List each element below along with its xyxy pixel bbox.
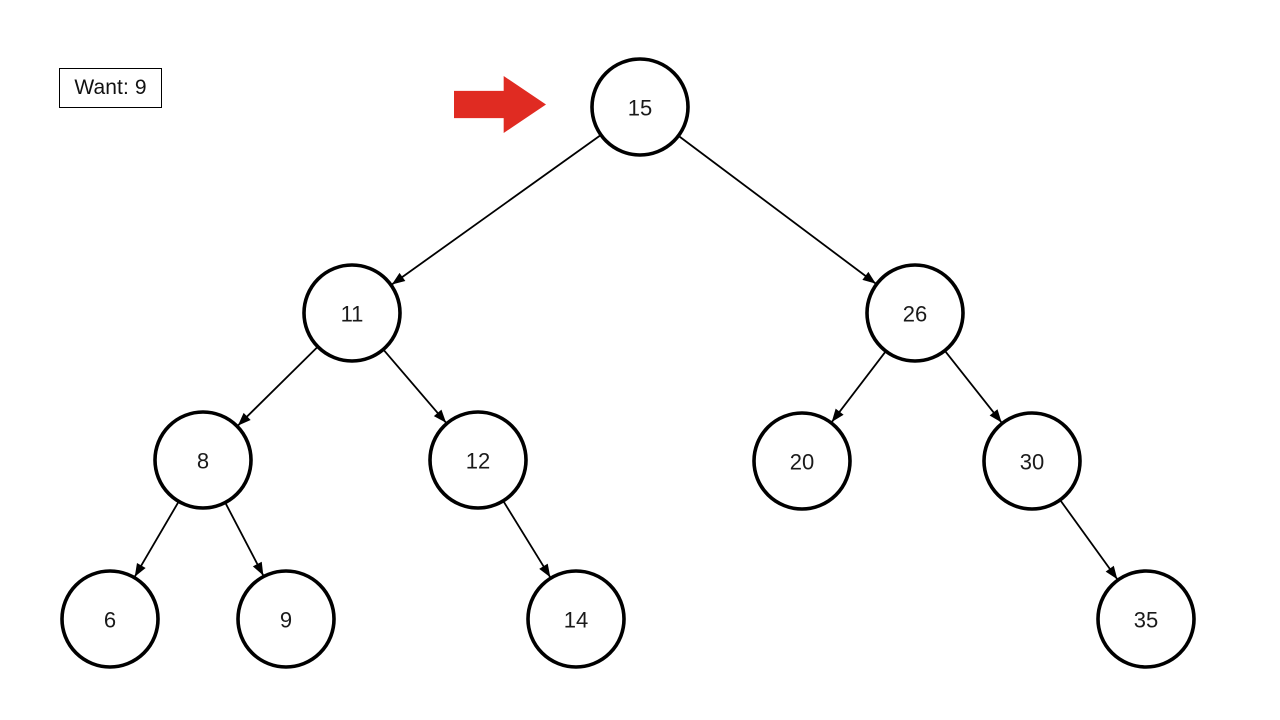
tree-node-30[interactable]: 30 — [982, 411, 1082, 511]
node-circle-30 — [982, 411, 1082, 511]
node-circle-6 — [60, 569, 160, 669]
node-label-6: 6 — [104, 608, 116, 633]
pointer-arrow-layer — [454, 76, 546, 133]
edge-arrowhead-8-to-6 — [134, 562, 146, 577]
tree-nodes-layer: 15 11 26 8 12 20 30 6 9 14 35 — [60, 57, 1196, 669]
edge-arrowhead-8-to-9 — [252, 561, 264, 576]
tree-node-14[interactable]: 14 — [526, 569, 626, 669]
node-circle-26 — [865, 263, 965, 363]
red-right-arrow — [454, 76, 546, 133]
tree-node-9[interactable]: 9 — [236, 569, 336, 669]
want-label-text: Want: 9 — [74, 76, 147, 99]
edge-arrowhead-15-to-26 — [862, 271, 876, 284]
tree-node-35[interactable]: 35 — [1096, 569, 1196, 669]
node-circle-8 — [153, 410, 253, 510]
tree-node-8[interactable]: 8 — [153, 410, 253, 510]
edge-arrowhead-12-to-14 — [539, 563, 551, 578]
tree-edge-11-to-8 — [237, 346, 318, 427]
node-circle-14 — [526, 569, 626, 669]
want-label-box: Want: 9 — [59, 68, 162, 108]
node-label-35: 35 — [1134, 608, 1158, 633]
tree-edge-30-to-35 — [1059, 500, 1119, 580]
tree-edge-26-to-30 — [944, 350, 1003, 424]
node-circle-35 — [1096, 569, 1196, 669]
node-circle-11 — [302, 263, 402, 363]
node-circle-9 — [236, 569, 336, 669]
tree-edge-11-to-12 — [383, 349, 447, 424]
node-label-11: 11 — [341, 302, 364, 327]
tree-node-6[interactable]: 6 — [60, 569, 160, 669]
tree-node-20[interactable]: 20 — [752, 411, 852, 511]
tree-edge-8-to-9 — [224, 503, 265, 576]
node-label-9: 9 — [280, 608, 292, 633]
tree-edge-15-to-26 — [678, 135, 877, 285]
node-label-15: 15 — [628, 96, 652, 121]
tree-edges-layer — [133, 134, 1119, 580]
tree-node-15[interactable]: 15 — [590, 57, 690, 157]
tree-node-26[interactable]: 26 — [865, 263, 965, 363]
node-label-20: 20 — [790, 450, 814, 475]
edge-arrowhead-26-to-30 — [989, 409, 1002, 423]
edge-arrowhead-11-to-8 — [237, 412, 251, 426]
tree-edge-12-to-14 — [502, 501, 552, 578]
node-label-26: 26 — [903, 302, 927, 327]
node-circle-15 — [590, 57, 690, 157]
tree-edge-8-to-6 — [133, 501, 180, 578]
node-label-14: 14 — [564, 608, 588, 633]
node-circle-20 — [752, 411, 852, 511]
edge-arrowhead-11-to-12 — [433, 409, 447, 423]
tree-node-12[interactable]: 12 — [428, 410, 528, 510]
tree-edge-26-to-20 — [831, 351, 886, 423]
edge-arrowhead-15-to-11 — [391, 272, 406, 285]
edge-arrowhead-30-to-35 — [1105, 565, 1118, 580]
edge-arrowhead-26-to-20 — [831, 408, 844, 423]
node-label-8: 8 — [197, 449, 209, 474]
node-label-12: 12 — [466, 449, 490, 474]
tree-node-11[interactable]: 11 — [302, 263, 402, 363]
tree-edge-15-to-11 — [391, 134, 601, 286]
node-label-30: 30 — [1020, 450, 1044, 475]
node-circle-12 — [428, 410, 528, 510]
